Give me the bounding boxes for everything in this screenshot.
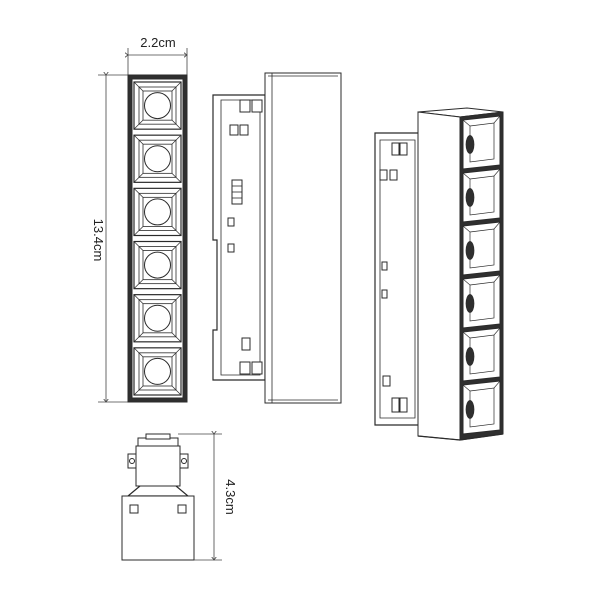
iso-led-cell (462, 327, 501, 382)
iso-led-lens (465, 241, 475, 260)
led-lens (144, 304, 171, 332)
led-cell (133, 294, 182, 343)
led-cell (133, 187, 182, 237)
iso-led-lens (465, 188, 475, 207)
width-label: 2.2cm (140, 35, 175, 50)
led-lens (144, 145, 171, 173)
iso-led-cell (462, 168, 501, 223)
led-lens (144, 251, 171, 279)
length-dimension: 13.4cm (91, 75, 128, 402)
iso-led-cell (462, 380, 501, 435)
front-view: 2.2cm 13.4cm (91, 35, 187, 402)
iso-led-lens (465, 135, 475, 154)
led-cell (133, 240, 182, 290)
end-view: 4.3cm (121, 434, 238, 560)
led-lens (144, 357, 171, 385)
height-dimension: 4.3cm (178, 434, 238, 560)
iso-led-lens (465, 294, 475, 313)
led-cells (133, 81, 182, 396)
side-view (212, 72, 342, 404)
led-cell (133, 134, 182, 183)
iso-led-cell (462, 274, 501, 329)
iso-led-cell (462, 221, 501, 276)
iso-led-lens (465, 400, 475, 419)
width-dimension: 2.2cm (128, 35, 187, 75)
iso-led-cell (462, 115, 501, 170)
length-label: 13.4cm (91, 219, 106, 262)
iso-led-cells (462, 115, 501, 435)
height-label: 4.3cm (223, 479, 238, 514)
iso-led-lens (465, 347, 475, 366)
led-cell (133, 347, 182, 396)
led-lens (144, 92, 171, 120)
led-cell (133, 81, 182, 130)
led-lens (144, 198, 171, 226)
isometric-view (374, 107, 504, 441)
